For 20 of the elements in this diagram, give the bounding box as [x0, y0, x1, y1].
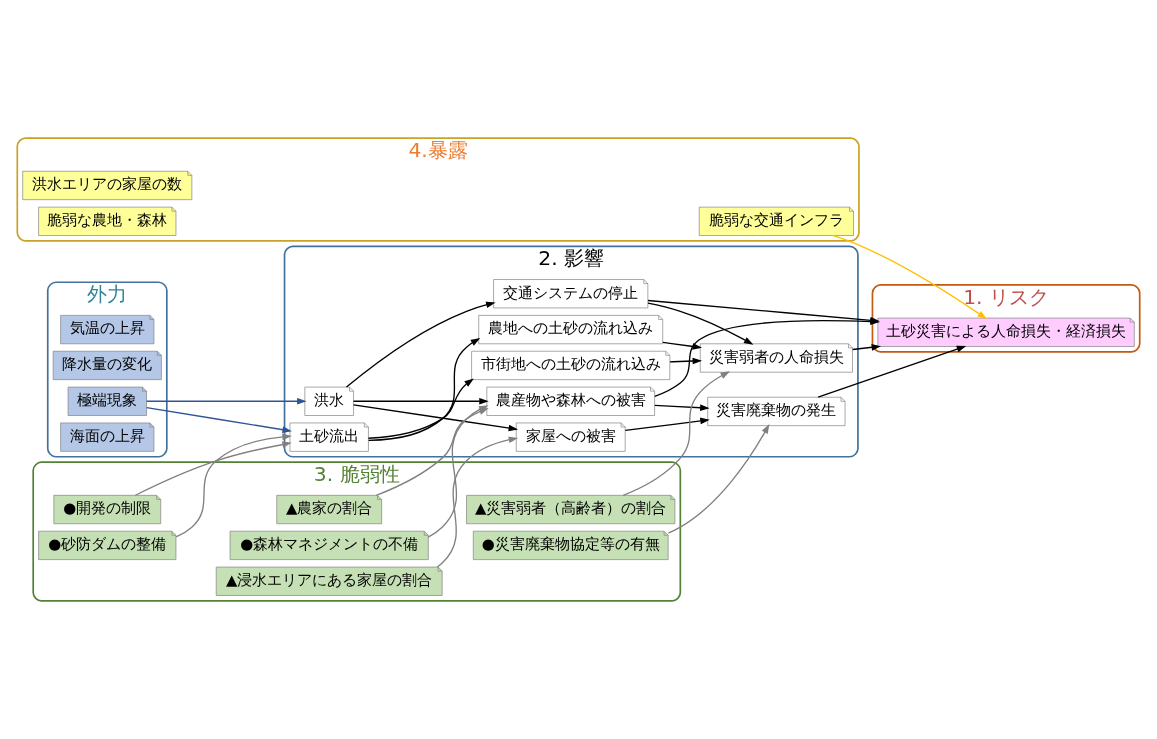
arrow	[134, 441, 292, 496]
arrow	[662, 341, 702, 350]
arrow	[817, 345, 967, 398]
arrow	[367, 378, 474, 439]
arrow	[647, 302, 754, 345]
arrow	[352, 404, 519, 432]
arrow	[832, 234, 987, 320]
arrow	[624, 417, 710, 432]
arrow	[436, 436, 519, 568]
arrow	[145, 397, 307, 405]
arrow	[654, 404, 710, 411]
arrow	[622, 371, 731, 496]
arrow	[669, 357, 703, 365]
arrow	[852, 344, 882, 351]
arrow	[145, 406, 292, 433]
arrow	[175, 433, 292, 538]
arrow	[667, 424, 770, 534]
arrow	[352, 397, 489, 405]
arrow	[367, 338, 481, 441]
arrow	[345, 301, 496, 388]
